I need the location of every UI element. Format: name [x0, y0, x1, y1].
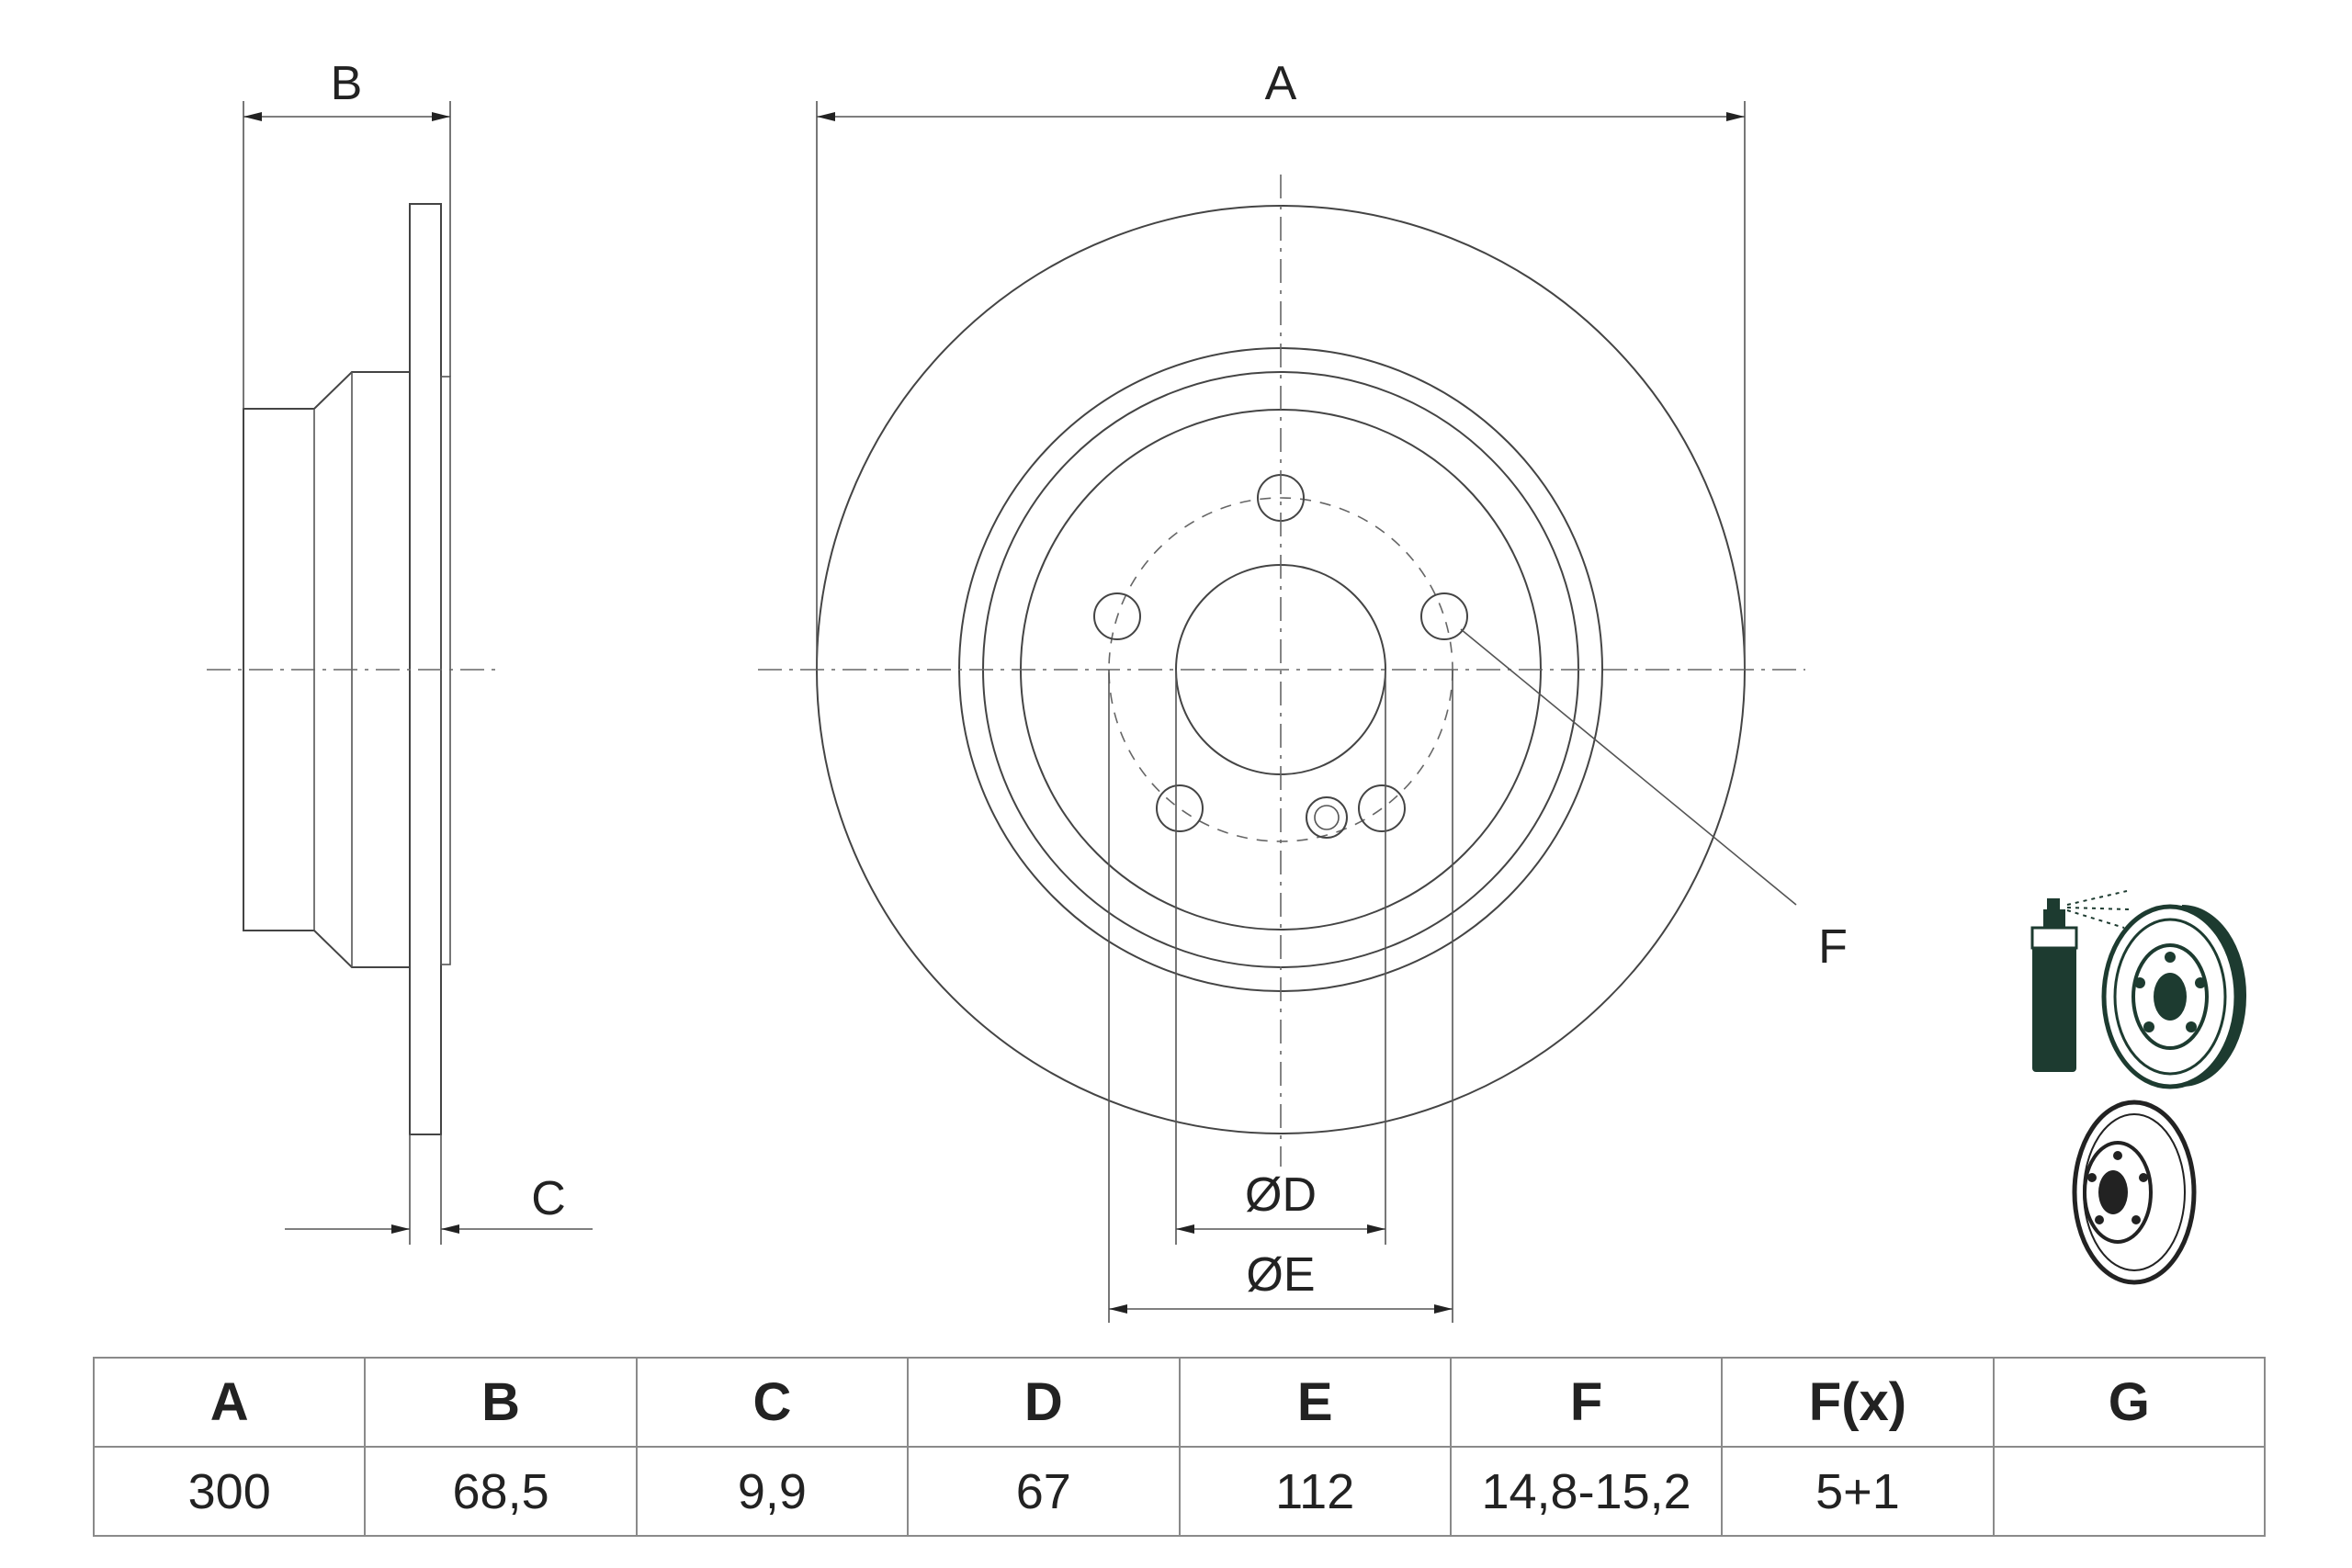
header-g: G — [1992, 1357, 2267, 1448]
header-fx: F(x) — [1721, 1357, 1995, 1448]
value-e: 112 — [1178, 1446, 1452, 1537]
header-b: B — [364, 1357, 638, 1448]
dimension-label-f: F — [1818, 920, 1848, 974]
header-f: F — [1449, 1357, 1724, 1448]
dimension-label-d: ØD — [1245, 1168, 1317, 1222]
header-c: C — [635, 1357, 910, 1448]
value-d: 67 — [907, 1446, 1181, 1537]
header-e: E — [1178, 1357, 1452, 1448]
front-view — [758, 101, 1805, 1323]
value-g — [1992, 1446, 2267, 1537]
brake-disc-coated-icon — [2101, 904, 2247, 1089]
table-row: 300 68,5 9,9 67 112 14,8-15,2 5+1 — [92, 1446, 2267, 1537]
dimension-label-b: B — [331, 57, 363, 110]
dimension-label-c: C — [531, 1172, 566, 1225]
table-header-row: A B C D E F F(x) G — [92, 1357, 2267, 1448]
value-fx: 5+1 — [1721, 1446, 1995, 1537]
spray-can-icon — [2030, 890, 2131, 1072]
value-f: 14,8-15,2 — [1449, 1446, 1724, 1537]
header-d: D — [907, 1357, 1181, 1448]
brake-disc-icon — [2072, 1100, 2197, 1285]
specification-table: A B C D E F F(x) G 300 68,5 9,9 67 112 1… — [92, 1357, 2267, 1537]
value-c: 9,9 — [635, 1446, 910, 1537]
value-a: 300 — [92, 1446, 367, 1537]
side-view — [207, 101, 593, 1245]
value-b: 68,5 — [364, 1446, 638, 1537]
dimension-label-e: ØE — [1246, 1248, 1315, 1302]
header-a: A — [92, 1357, 367, 1448]
dimension-label-a: A — [1265, 57, 1297, 110]
